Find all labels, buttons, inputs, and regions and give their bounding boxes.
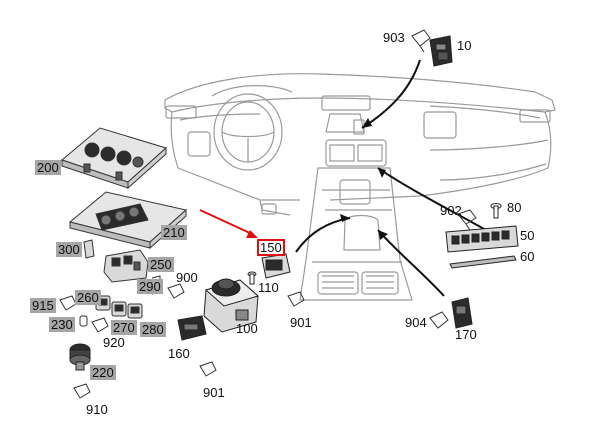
callout-901-a[interactable]: 901 <box>290 315 312 330</box>
callout-260[interactable]: 260 <box>75 290 101 305</box>
callout-150[interactable]: 150 <box>257 239 285 256</box>
leader-170 <box>377 229 445 297</box>
part-901-clip-a <box>287 291 305 307</box>
callout-910[interactable]: 910 <box>86 402 108 417</box>
callout-902[interactable]: 902 <box>440 203 462 218</box>
callout-220[interactable]: 220 <box>90 365 116 380</box>
part-900-screw <box>247 271 257 285</box>
dashboard-outline <box>164 73 556 301</box>
callout-160[interactable]: 160 <box>168 346 190 361</box>
callout-200[interactable]: 200 <box>35 160 61 175</box>
part-10-switch <box>429 35 453 67</box>
callout-230[interactable]: 230 <box>49 317 75 332</box>
callout-270[interactable]: 270 <box>111 320 137 335</box>
callout-100[interactable]: 100 <box>236 321 258 336</box>
callout-903[interactable]: 903 <box>383 30 405 45</box>
callout-210[interactable]: 210 <box>161 225 187 240</box>
part-210-control-panel <box>68 191 188 250</box>
part-270-switch <box>111 301 127 317</box>
callout-901-b[interactable]: 901 <box>203 385 225 400</box>
part-50-switch-panel <box>445 225 519 253</box>
callout-50[interactable]: 50 <box>520 228 535 243</box>
arrowheads <box>340 118 388 240</box>
part-170-switch <box>451 297 473 329</box>
red-arrow <box>199 209 258 238</box>
part-910-clip <box>73 383 91 399</box>
callout-250[interactable]: 250 <box>148 257 174 272</box>
part-80-screw <box>490 203 502 219</box>
leader-110 <box>295 217 351 253</box>
part-250-module <box>103 249 149 283</box>
callout-920[interactable]: 920 <box>103 335 125 350</box>
part-280-switch <box>127 303 143 319</box>
part-220-rotary-knob <box>69 343 91 371</box>
callout-915[interactable]: 915 <box>30 298 56 313</box>
part-160-switch <box>177 315 207 341</box>
part-903-clip <box>411 29 431 53</box>
part-901-clip-b <box>199 361 217 377</box>
part-230-bulb <box>79 315 88 327</box>
callout-280[interactable]: 280 <box>140 322 166 337</box>
part-300-clip <box>83 239 95 259</box>
part-902-clip <box>457 209 477 231</box>
part-920-clip <box>91 317 109 333</box>
part-900-clip <box>167 283 185 299</box>
part-904-clip <box>429 311 449 329</box>
callout-170[interactable]: 170 <box>455 327 477 342</box>
callout-60[interactable]: 60 <box>520 249 535 264</box>
part-110-switch <box>261 253 291 279</box>
part-60-trim-strip <box>449 255 517 269</box>
callout-300[interactable]: 300 <box>56 242 82 257</box>
callout-904[interactable]: 904 <box>405 315 427 330</box>
part-200-control-panel <box>60 127 167 190</box>
callout-80[interactable]: 80 <box>507 200 522 215</box>
part-100-selector-module <box>203 278 260 333</box>
callout-290[interactable]: 290 <box>137 279 163 294</box>
callout-110[interactable]: 110 <box>258 280 279 295</box>
callout-10[interactable]: 10 <box>457 38 472 53</box>
callout-900[interactable]: 900 <box>176 270 198 285</box>
part-915-clip <box>59 295 77 311</box>
leader-10 <box>361 59 421 129</box>
